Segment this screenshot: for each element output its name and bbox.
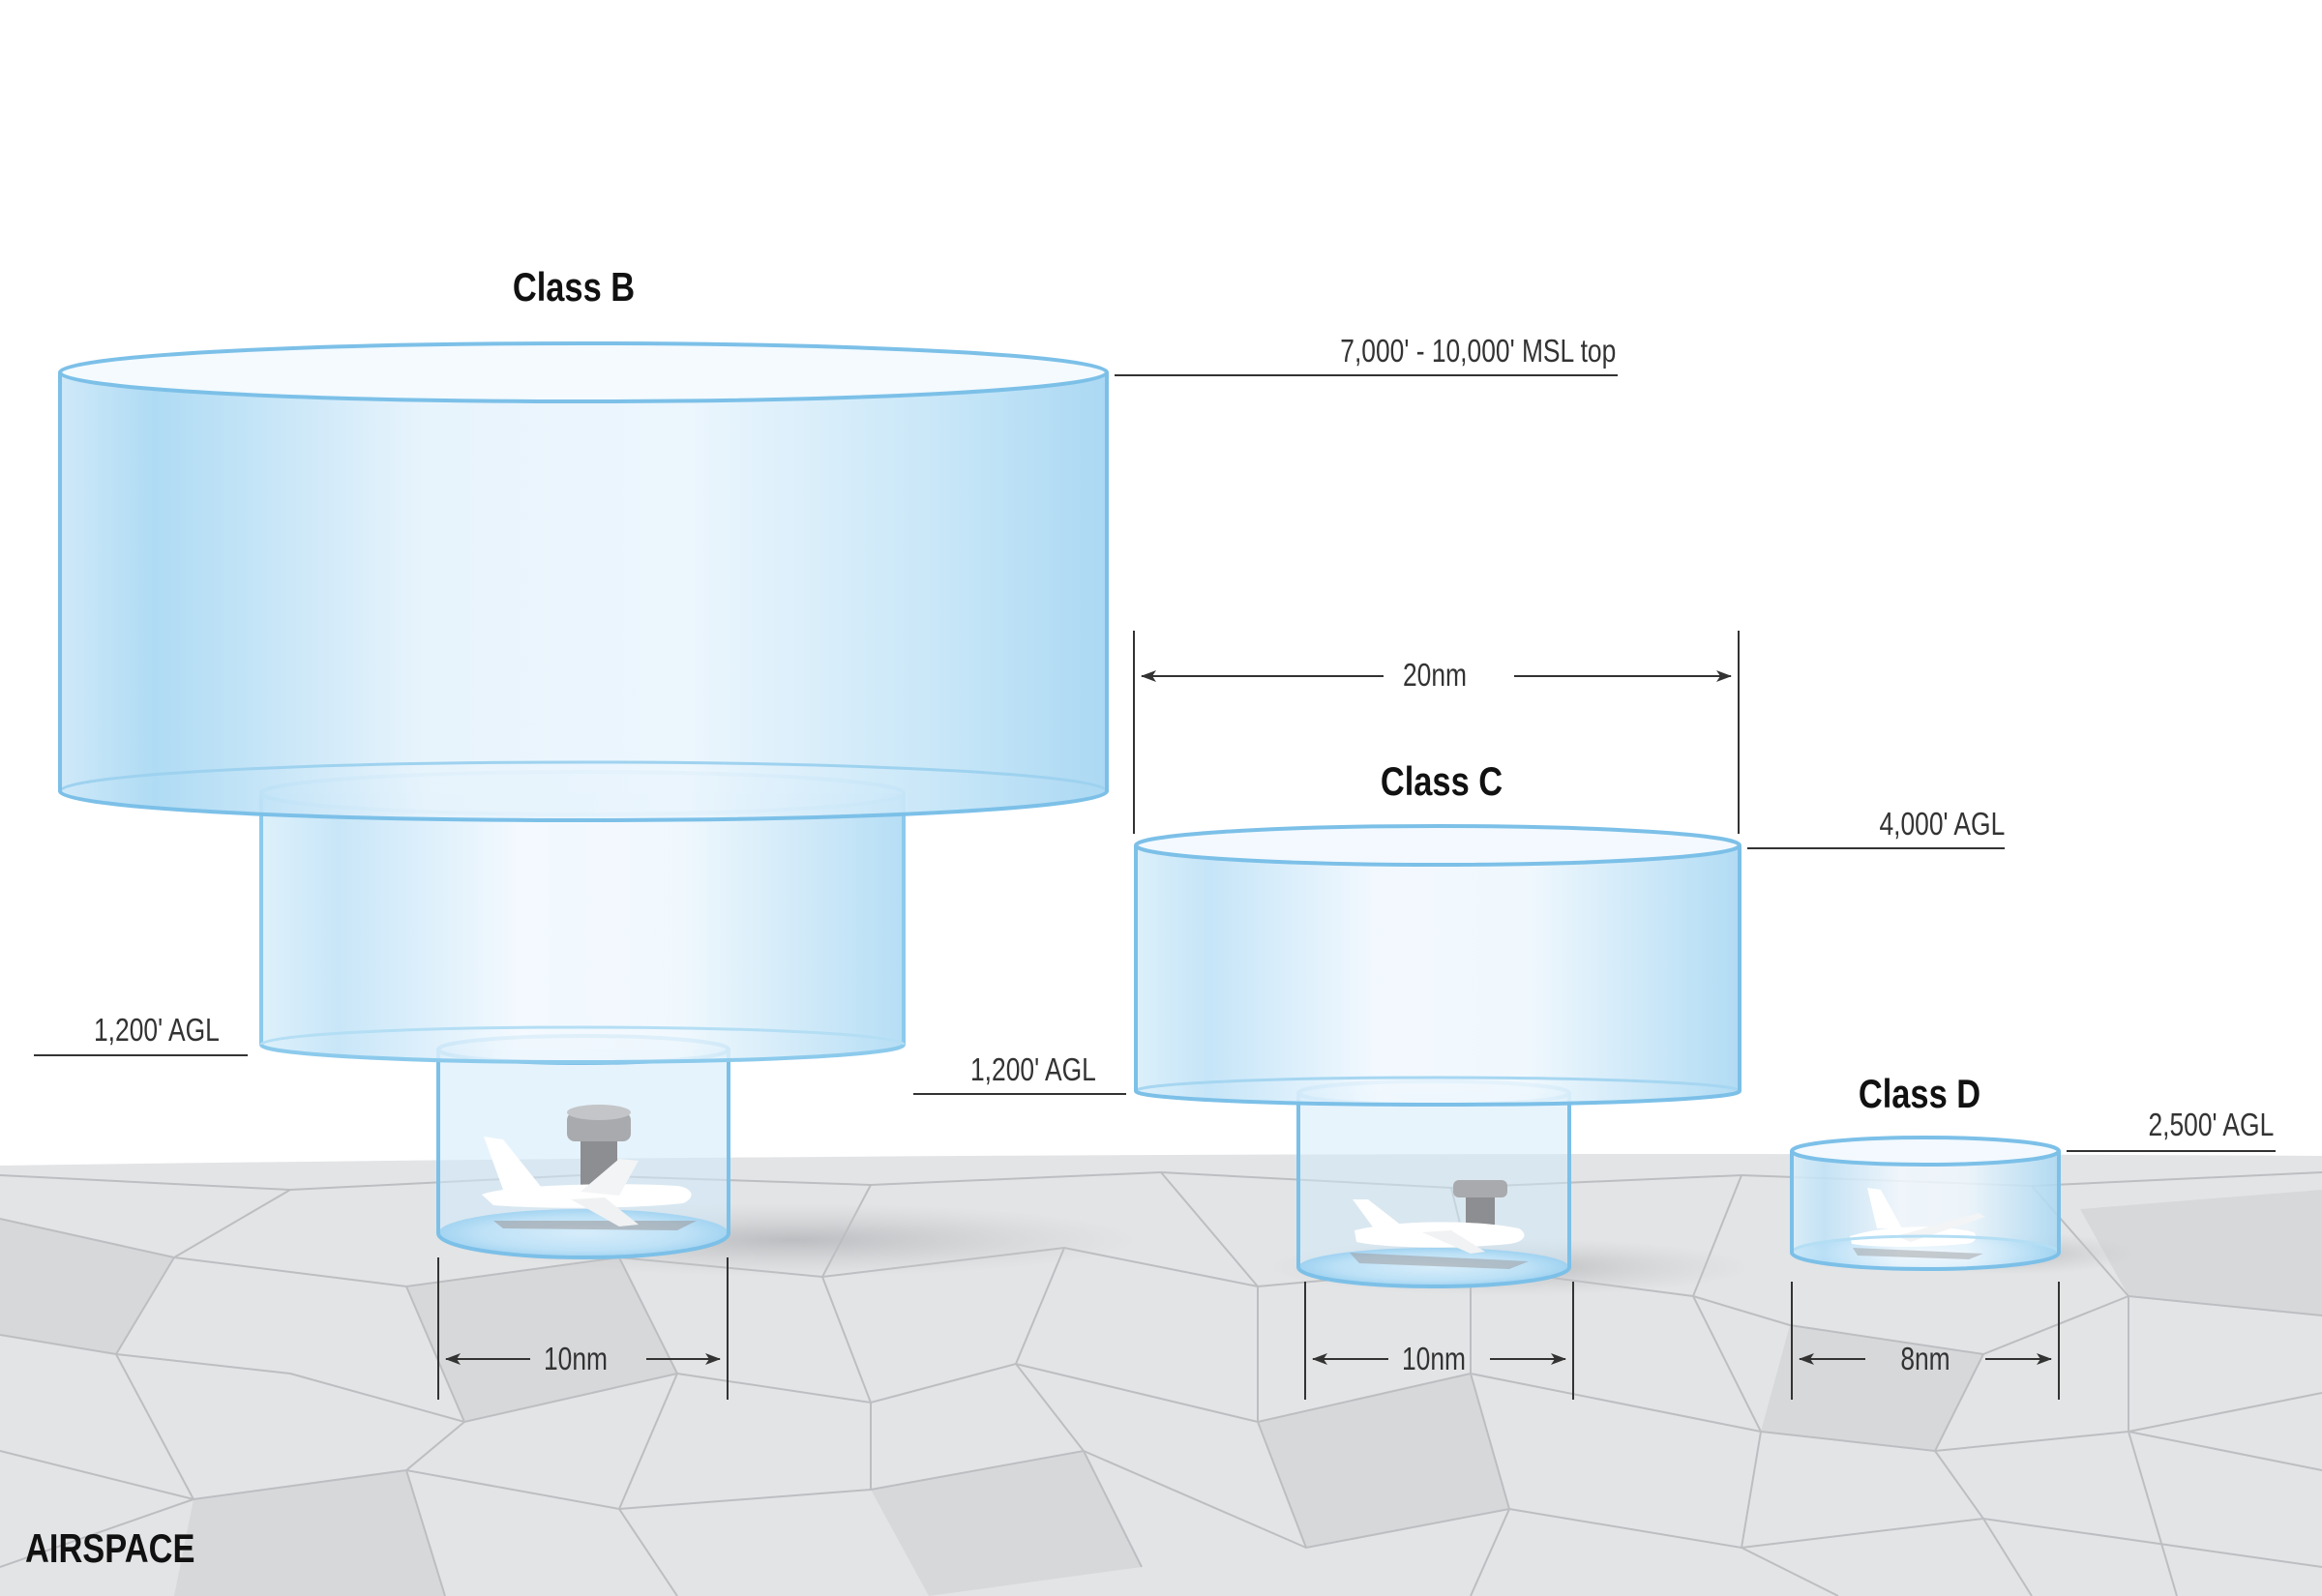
class-b-top-tier [58,341,1109,822]
class-b-diameter: 10nm [543,1341,609,1376]
class-d-diameter: 8nm [1900,1341,1950,1376]
class-b-surface-cylinder [436,1034,730,1259]
class-b-top-altitude: 7,000' - 10,000' MSL top [1339,333,1616,369]
class-c-title: Class C [1380,758,1503,804]
airliner-icon [482,1137,697,1230]
footer-title: AIRSPACE [25,1525,195,1571]
class-d-airspace [1790,1136,2061,1271]
class-b-shelf-altitude: 1,200' AGL [94,1012,220,1048]
class-d-top-altitude: 2,500' AGL [2148,1107,2274,1142]
dimension-lines [437,631,2060,1400]
class-d-title: Class D [1858,1071,1981,1116]
leader-lines [34,374,2276,1152]
tower-icon [1453,1180,1507,1238]
class-c-top-altitude: 4,000' AGL [1879,806,2005,842]
class-c-shelf [1134,824,1742,1107]
class-c-shelf-altitude: 1,200' AGL [970,1051,1096,1087]
class-c-outer-diameter: 20nm [1402,657,1468,693]
class-b-airspace [58,341,1109,1259]
business-jet-icon [1350,1199,1529,1269]
class-c-airspace [1134,824,1742,1288]
class-c-diameter: 10nm [1401,1341,1467,1376]
class-b-title: Class B [512,264,636,310]
class-c-surface-cylinder [1296,1079,1571,1288]
